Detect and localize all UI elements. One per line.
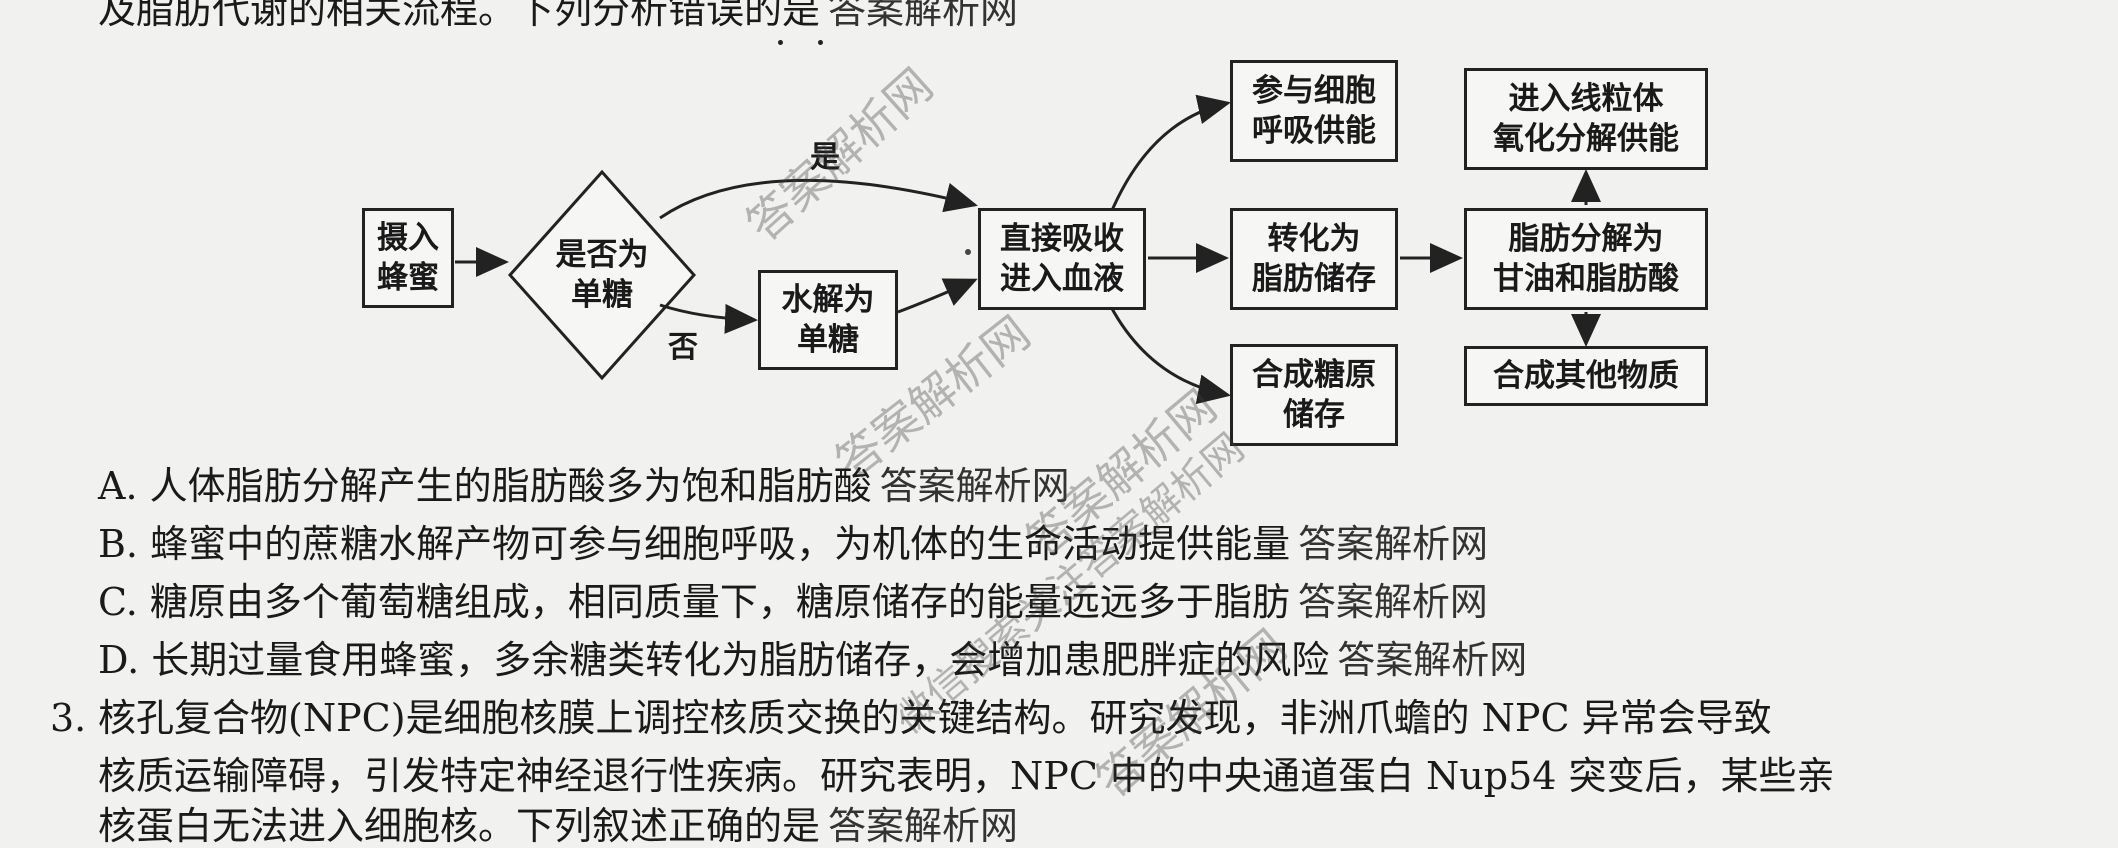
option-d-watermark: 答案解析网 — [1337, 638, 1528, 682]
box-start: 摄入 蜂蜜 — [362, 208, 454, 308]
emphasis-dot — [818, 40, 823, 45]
box-fat-break-text: 脂肪分解为 甘油和脂肪酸 — [1493, 221, 1679, 297]
box-hydrolyze: 水解为 单糖 — [758, 270, 898, 370]
option-d-text: D. 长期过量食用蜂蜜，多余糖类转化为脂肪储存，会增加患肥胖症的风险 — [98, 638, 1330, 682]
box-glycogen-text: 合成糖原 储存 — [1252, 357, 1376, 433]
question-3-line2: 核质运输障碍，引发特定神经退行性疾病。研究表明，NPC 中的中央通道蛋白 Nup… — [98, 754, 1835, 798]
arrow-hydrolyze-absorb — [897, 278, 978, 314]
flowchart-connectors — [455, 94, 1601, 405]
decision-diamond — [507, 169, 697, 381]
box-other-text: 合成其他物质 — [1493, 358, 1679, 394]
question-3-watermark: 答案解析网 — [828, 804, 1019, 848]
box-fat-break: 脂肪分解为 甘油和脂肪酸 — [1464, 208, 1708, 310]
question-3-number: 3. — [50, 696, 87, 740]
option-d: D. 长期过量食用蜂蜜，多余糖类转化为脂肪储存，会增加患肥胖症的风险答案解析网 — [98, 638, 1527, 682]
box-respiration-text: 参与细胞 呼吸供能 — [1252, 73, 1376, 149]
box-mito-text: 进入线粒体 氧化分解供能 — [1493, 81, 1679, 157]
option-c-text: C. 糖原由多个葡萄糖组成，相同质量下，糖原储存的能量远远多于脂肪 — [98, 580, 1290, 624]
box-absorb: 直接吸收 进入血液 — [978, 208, 1146, 310]
box-respiration: 参与细胞 呼吸供能 — [1230, 60, 1398, 162]
box-absorb-text: 直接吸收 进入血液 — [1000, 221, 1124, 297]
intro-line: 及脂肪代谢的相关流程。下列分析错误的是答案解析网 — [98, 0, 1018, 32]
arrow-absorb-respiration — [1108, 94, 1231, 216]
option-b-watermark: 答案解析网 — [1298, 522, 1489, 566]
option-a: A. 人体脂肪分解产生的脂肪酸多为饱和脂肪酸答案解析网 — [98, 464, 1070, 508]
question-3-line1: 核孔复合物(NPC)是细胞核膜上调控核质交换的关键结构。研究发现，非洲爪蟾的 N… — [98, 696, 1772, 740]
intro-text: 及脂肪代谢的相关流程。下列分析错误的是 — [98, 0, 821, 32]
box-mito: 进入线粒体 氧化分解供能 — [1464, 68, 1708, 170]
option-a-watermark: 答案解析网 — [879, 464, 1070, 508]
flow-dot — [965, 249, 971, 255]
option-a-text: A. 人体脂肪分解产生的脂肪酸多为饱和脂肪酸 — [98, 464, 872, 508]
box-other: 合成其他物质 — [1464, 346, 1708, 406]
arrow-no — [659, 303, 758, 334]
box-to-fat-text: 转化为 脂肪储存 — [1252, 221, 1376, 297]
box-glycogen: 合成糖原 储存 — [1230, 344, 1398, 446]
yes-label: 是 — [810, 140, 840, 175]
option-b: B. 蜂蜜中的蔗糖水解产物可参与细胞呼吸，为机体的生命活动提供能量答案解析网 — [98, 522, 1488, 566]
box-start-text: 摄入 蜂蜜 — [377, 220, 439, 296]
box-hydrolyze-text: 水解为 单糖 — [781, 282, 875, 358]
inline-watermark: 答案解析网 — [828, 0, 1019, 32]
arrow-absorb-glycogen — [1108, 304, 1231, 405]
box-to-fat: 转化为 脂肪储存 — [1230, 208, 1398, 310]
no-label: 否 — [668, 330, 698, 365]
decision-label: 是否为 单糖 — [555, 237, 649, 313]
question-3-line3: 核蛋白无法进入细胞核。下列叙述正确的是答案解析网 — [98, 804, 1018, 848]
option-b-text: B. 蜂蜜中的蔗糖水解产物可参与细胞呼吸，为机体的生命活动提供能量 — [98, 522, 1291, 566]
arrow-yes — [659, 178, 978, 220]
option-c-watermark: 答案解析网 — [1297, 580, 1488, 624]
question-3-line3-text: 核蛋白无法进入细胞核。下列叙述正确的是 — [98, 804, 821, 848]
emphasis-dot — [778, 40, 783, 45]
option-c: C. 糖原由多个葡萄糖组成，相同质量下，糖原储存的能量远远多于脂肪答案解析网 — [98, 580, 1488, 624]
decision-text: 是否为 单糖 — [520, 215, 684, 335]
